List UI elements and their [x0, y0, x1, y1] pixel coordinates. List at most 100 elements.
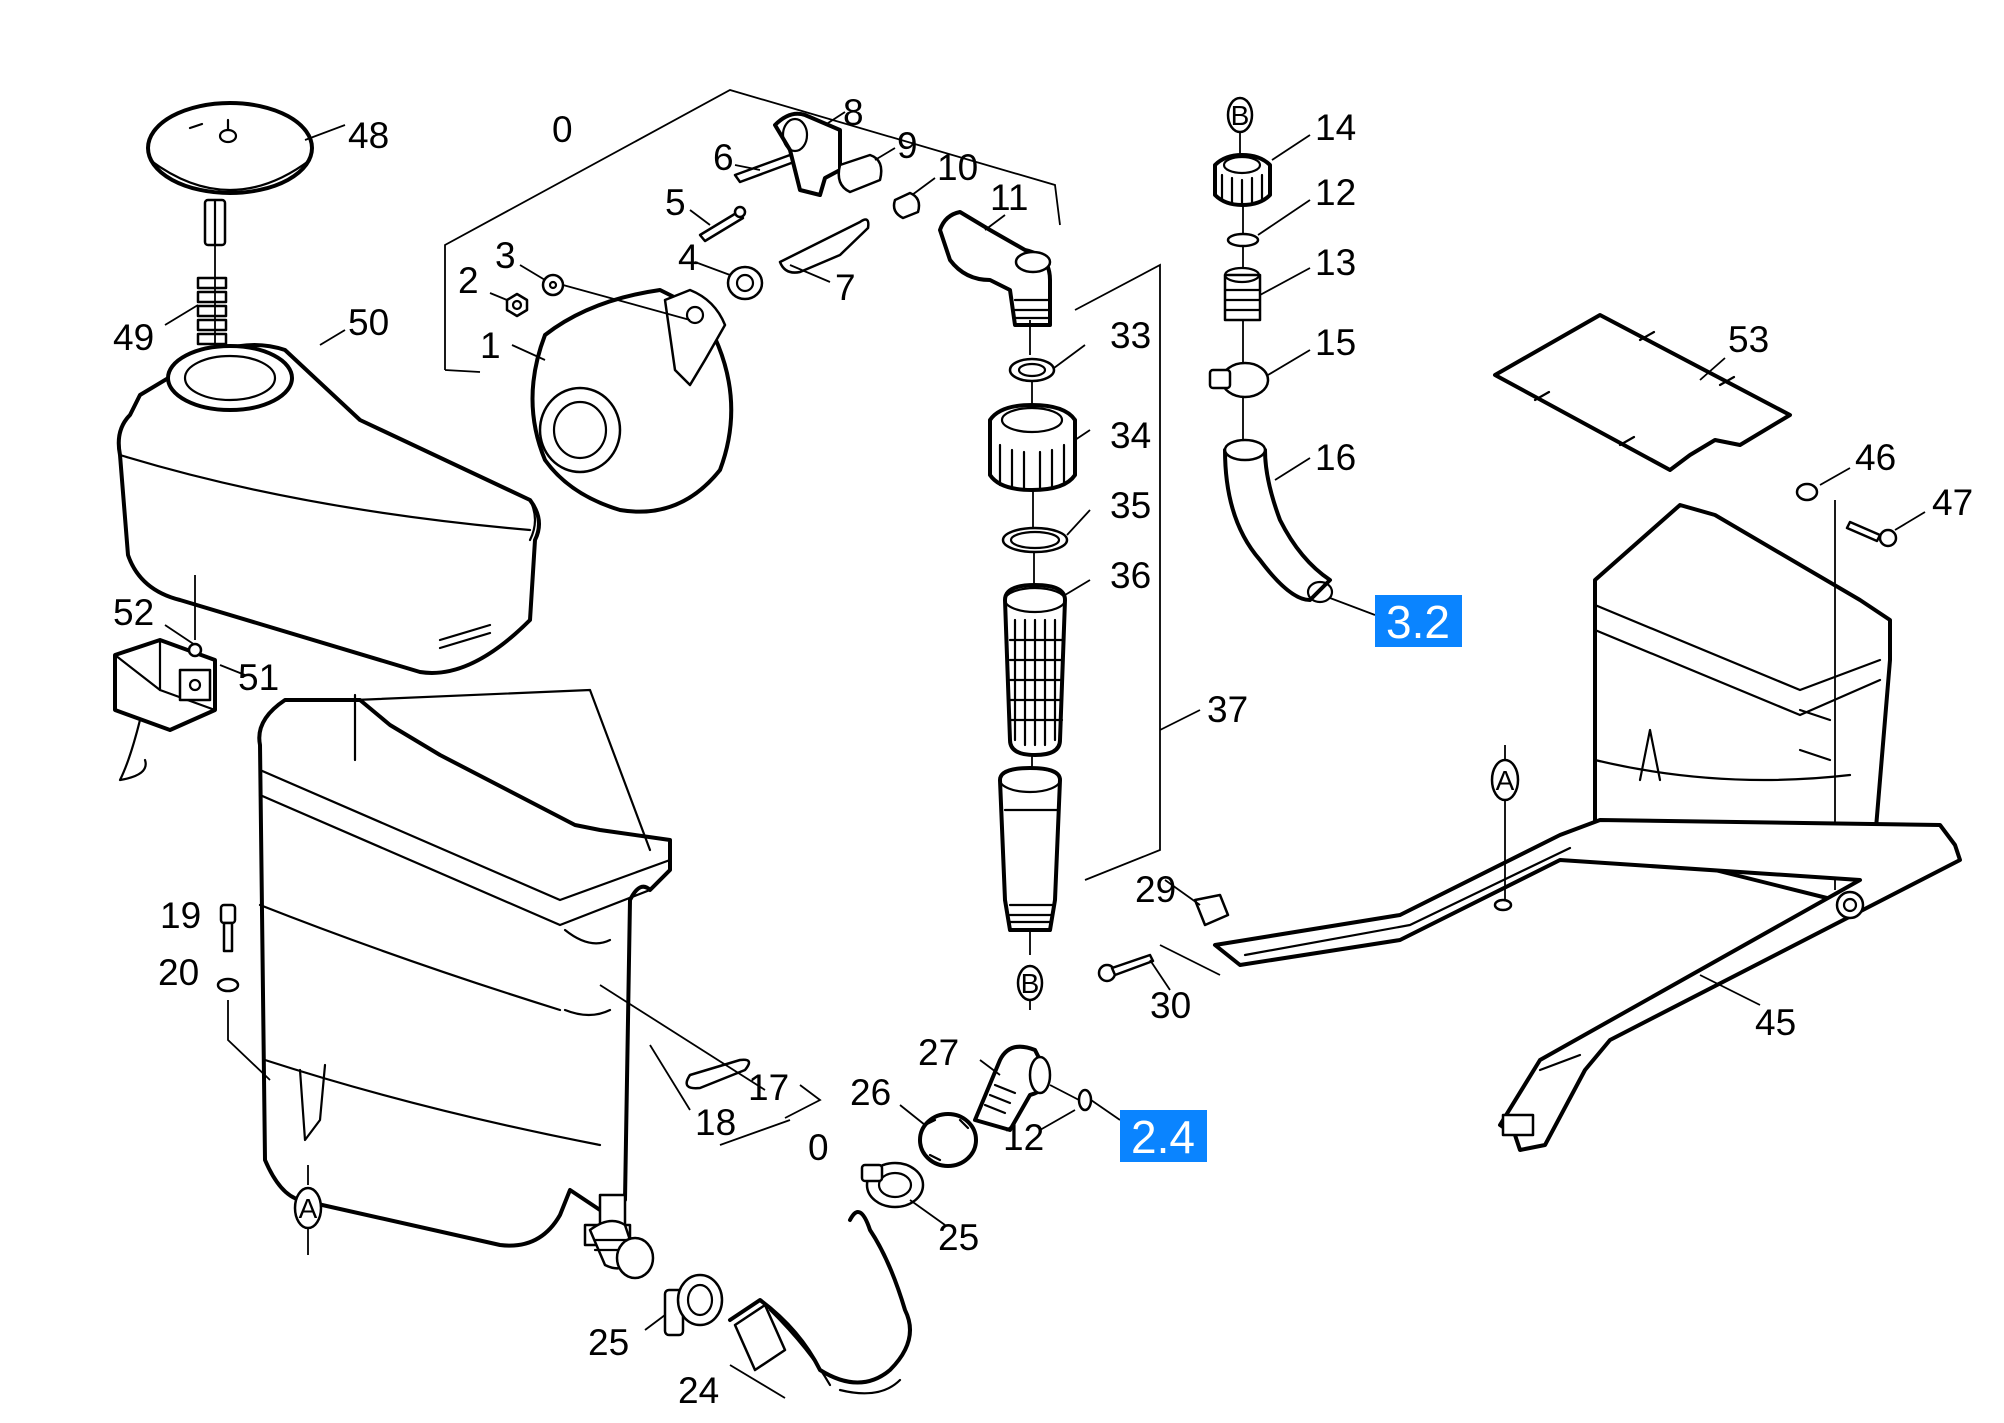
- spring-part-49: [164, 245, 228, 392]
- link-2-4-text[interactable]: 2.4: [1131, 1111, 1195, 1163]
- hose-part-24: [728, 1210, 912, 1399]
- label-9: 9: [897, 125, 918, 166]
- nut-part-2: [489, 292, 529, 318]
- label-37: 37: [1207, 689, 1248, 730]
- label-29: 29: [1135, 869, 1176, 910]
- right-tank: [1593, 503, 1892, 907]
- label-34: 34: [1110, 415, 1151, 456]
- sleeve-part-9: [837, 147, 896, 194]
- nut-part-26: [899, 1104, 978, 1168]
- gasket-part-35: [1001, 509, 1091, 554]
- hose-clamp-part-25a: [644, 1273, 724, 1337]
- label-14: 14: [1315, 107, 1356, 148]
- hose-clamp-part-25b: [860, 1161, 946, 1226]
- marker-a-tank: A: [293, 1165, 323, 1255]
- label-1: 1: [480, 325, 501, 366]
- marker-b-bottom: B: [1016, 964, 1044, 1010]
- label-15: 15: [1315, 322, 1356, 363]
- upper-tank-part-50: [116, 329, 541, 675]
- label-27: 27: [918, 1032, 959, 1073]
- frame-part-45: [1213, 818, 1962, 1152]
- label-12-right: 12: [1315, 172, 1356, 213]
- label-24: 24: [678, 1370, 719, 1411]
- label-50: 50: [348, 302, 389, 343]
- o-ring-part-12b: [1039, 1084, 1121, 1131]
- label-0-bottom: 0: [808, 1127, 829, 1168]
- pump-body-part-1: [511, 288, 734, 514]
- label-18: 18: [695, 1102, 736, 1143]
- label-2: 2: [458, 260, 479, 301]
- label-3: 3: [495, 235, 516, 276]
- link-2-4-background[interactable]: [1120, 1110, 1207, 1162]
- marker-b-top: B: [1226, 96, 1254, 155]
- o-ring-part-33: [1008, 344, 1086, 383]
- label-25-left: 25: [588, 1322, 629, 1363]
- label-16: 16: [1315, 437, 1356, 478]
- nipple-part-13: [1223, 246, 1311, 322]
- label-53: 53: [1728, 319, 1769, 360]
- label-49: 49: [113, 317, 154, 358]
- union-nut-part-34: [988, 403, 1091, 492]
- label-8: 8: [843, 92, 864, 133]
- washer-part-3: [519, 264, 691, 321]
- label-5: 5: [665, 182, 686, 223]
- label-25-right: 25: [938, 1217, 979, 1258]
- label-48: 48: [348, 115, 389, 156]
- link-2-4[interactable]: 2.4: [1120, 1110, 1207, 1163]
- bracket-part-6: [733, 153, 796, 184]
- label-6: 6: [713, 137, 734, 178]
- filter-screen-part-36: [1003, 579, 1091, 757]
- label-4: 4: [678, 237, 699, 278]
- label-13: 13: [1315, 242, 1356, 283]
- label-45: 45: [1755, 1002, 1796, 1043]
- cover-plate-part-53: [1493, 313, 1792, 472]
- screw-part-47: [1845, 511, 1926, 548]
- label-10: 10: [937, 147, 978, 188]
- lower-tank-part-18: [257, 688, 691, 1248]
- filter-housing-part-37: [998, 320, 1062, 955]
- hose-part-16: [1223, 398, 1376, 616]
- label-20: 20: [158, 952, 199, 993]
- svg-text:B: B: [1231, 100, 1250, 131]
- valve-body-part-8: [773, 111, 846, 197]
- elbow-part-11: [938, 210, 1052, 327]
- elbow-fitting-part-27: [973, 1044, 1052, 1132]
- nut-part-14: [1213, 134, 1311, 207]
- label-30: 30: [1150, 985, 1191, 1026]
- link-3-2[interactable]: 3.2: [1375, 595, 1462, 648]
- label-26: 26: [850, 1072, 891, 1113]
- lever-part-7: [778, 218, 870, 283]
- label-47: 47: [1932, 482, 1973, 523]
- cap-part-48: [146, 101, 346, 247]
- svg-text:A: A: [1496, 765, 1515, 796]
- label-52: 52: [113, 592, 154, 633]
- label-35: 35: [1110, 485, 1151, 526]
- screw-part-30: [1097, 944, 1221, 991]
- label-11: 11: [990, 177, 1028, 218]
- label-51: 51: [238, 657, 279, 698]
- label-46: 46: [1855, 437, 1896, 478]
- assembly-bracket-0: [444, 89, 1061, 373]
- hose-clamp-part-15: [1208, 320, 1311, 399]
- pin-part-5: [689, 205, 747, 243]
- label-7: 7: [835, 267, 856, 308]
- clip-part-17: [599, 984, 822, 1146]
- o-ring-part-12a: [1226, 199, 1311, 248]
- svg-text:A: A: [299, 1193, 318, 1224]
- label-0-top: 0: [552, 109, 573, 150]
- bushing-part-10: [892, 177, 936, 220]
- label-19: 19: [160, 895, 201, 936]
- marker-a-frame: A: [1490, 745, 1520, 912]
- screw-part-19: [216, 903, 271, 1081]
- label-36: 36: [1110, 555, 1151, 596]
- rubber-buffer-part-29: [1164, 879, 1230, 927]
- svg-text:B: B: [1021, 968, 1040, 999]
- link-3-2-background[interactable]: [1375, 595, 1462, 647]
- tank-outlet-fitting: [588, 1219, 655, 1280]
- label-33: 33: [1110, 315, 1151, 356]
- assembly-bracket-37: [1074, 263, 1201, 881]
- label-17: 17: [748, 1067, 789, 1108]
- bearing-part-4: [694, 261, 764, 301]
- link-3-2-text[interactable]: 3.2: [1386, 596, 1450, 648]
